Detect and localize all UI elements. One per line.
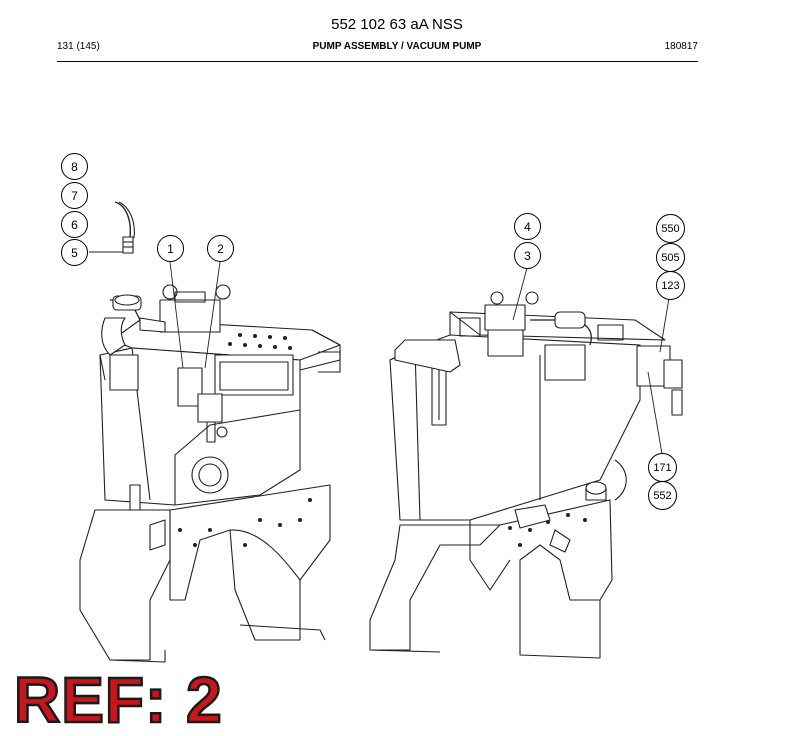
right-pump-assembly: [369, 291, 683, 659]
callout-4: 4: [514, 213, 541, 240]
callout-1: 1: [157, 235, 184, 262]
leader-lines: [89, 251, 670, 455]
callout-550: 550: [656, 214, 685, 243]
page-number: 131 (145): [57, 41, 100, 52]
reference-stamp: REF: 2: [13, 664, 223, 736]
callout-171: 171: [648, 453, 677, 482]
callout-7: 7: [61, 182, 88, 209]
left-pump-assembly: [79, 201, 341, 663]
callout-5: 5: [61, 239, 88, 266]
callout-8: 8: [61, 153, 88, 180]
callout-3: 3: [514, 242, 541, 269]
callout-505: 505: [656, 243, 685, 272]
callout-6: 6: [61, 211, 88, 238]
callout-123: 123: [656, 271, 685, 300]
section-title: PUMP ASSEMBLY / VACUUM PUMP: [312, 41, 482, 52]
callout-552: 552: [648, 481, 677, 510]
document-code: 552 102 63 aA NSS: [331, 16, 463, 33]
callout-2: 2: [207, 235, 234, 262]
date-code: 180817: [664, 41, 698, 52]
header-rule: [57, 61, 698, 62]
